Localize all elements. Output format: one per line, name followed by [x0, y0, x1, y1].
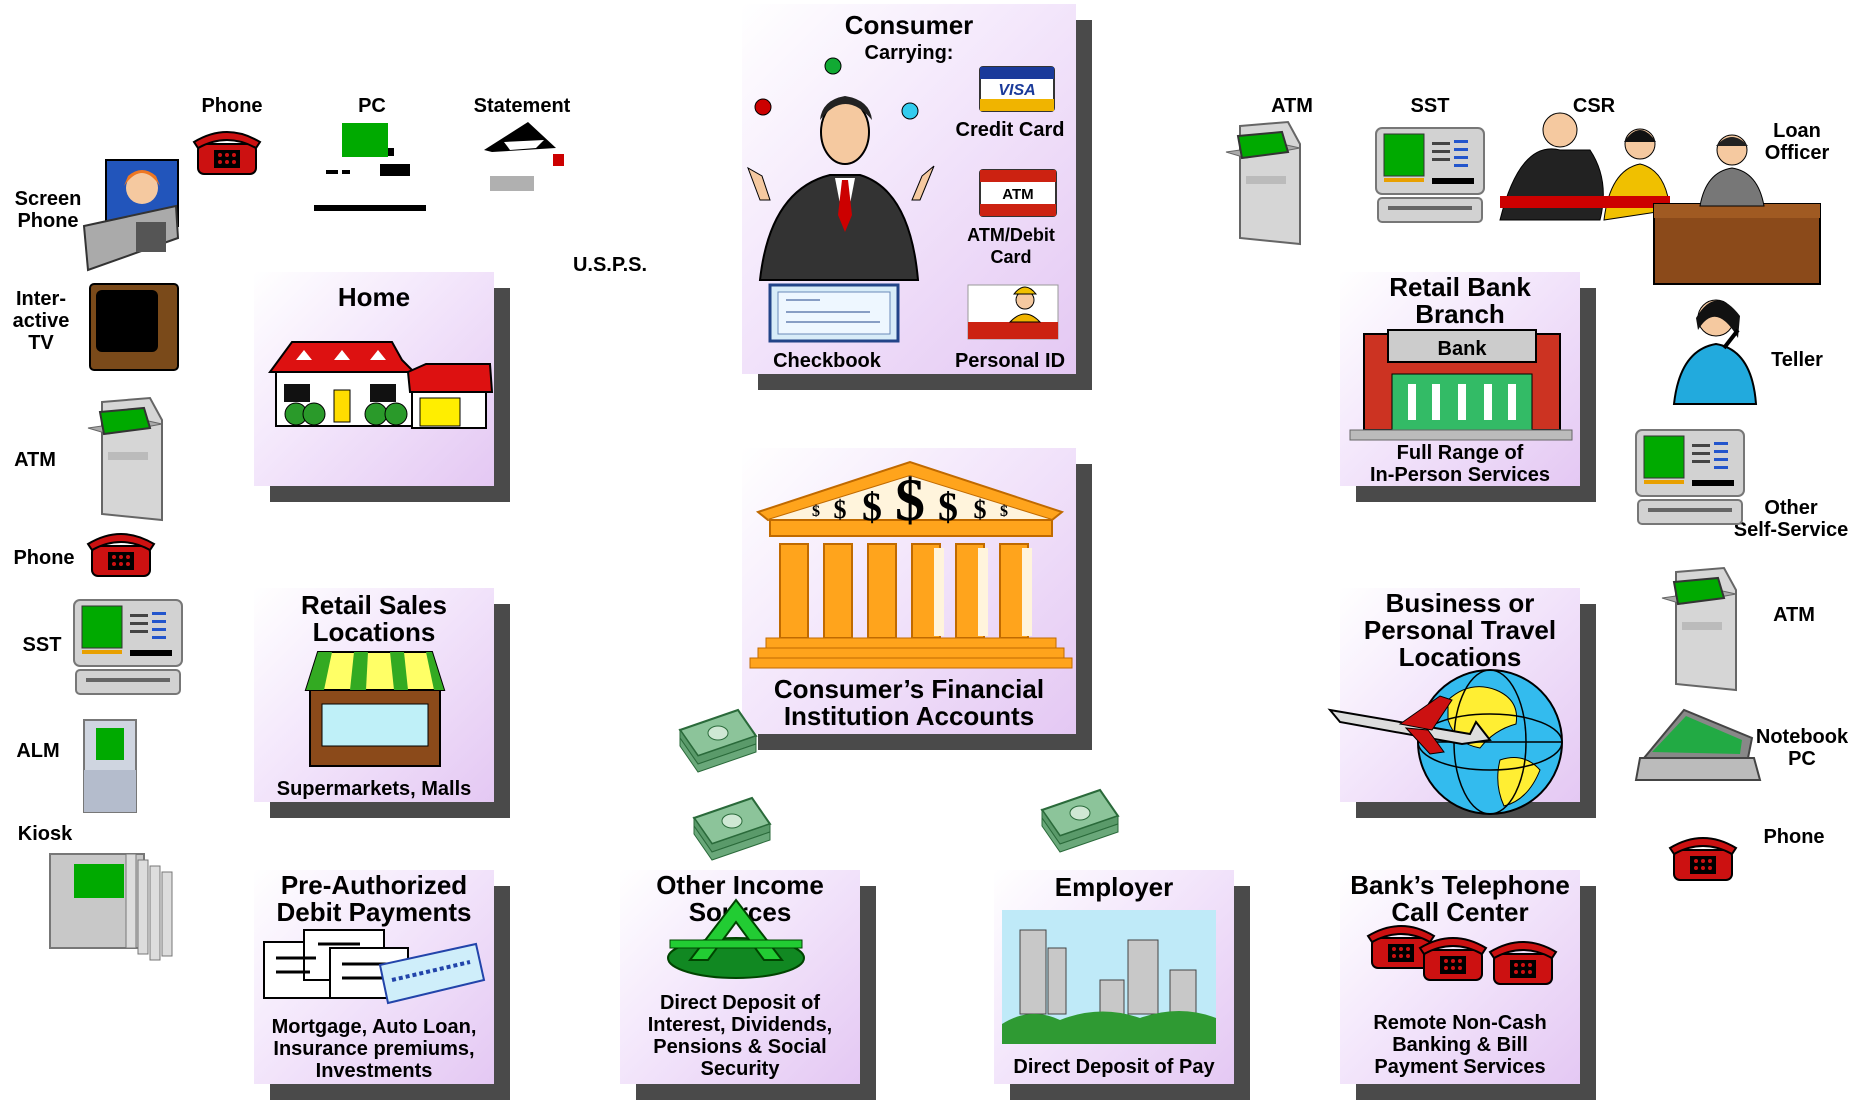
home-pc-label: PC [358, 95, 386, 117]
call-center-panel: Bank’s Telephone Call Center Remote Non-… [1340, 870, 1596, 1100]
call-center-subtitle: Remote Non-Cash Banking & Bill Payment S… [1373, 1012, 1547, 1078]
employer-subtitle: Direct Deposit of Pay [1013, 1056, 1215, 1078]
alm-label: ALM [16, 740, 60, 762]
statement-label: Statement [473, 95, 571, 117]
left-atm-label: ATM [14, 449, 56, 471]
svg-text:$: $ [812, 503, 820, 520]
retail-sales-panel: Retail Sales Locations Supermarkets, Mal… [254, 588, 510, 818]
retail-sales-subtitle: Supermarkets, Malls [276, 778, 472, 800]
preauth-title: Pre-Authorized Debit Payments [276, 870, 472, 927]
loan-officer-label: Loan Officer [1764, 120, 1830, 164]
consumer-carrying: Carrying: [864, 42, 954, 64]
call-center-title: Bank’s Telephone Call Center [1350, 870, 1570, 927]
atm-card-label: ATM/Debit Card [967, 225, 1055, 267]
usps-label: U.S.P.S. [572, 254, 648, 276]
credit-card-label: Credit Card [955, 119, 1065, 141]
accounts-title: Consumer’s Financial Institution Account… [773, 674, 1045, 731]
branch-sst-label: SST [1410, 95, 1450, 117]
svg-text:$: $ [1000, 503, 1008, 520]
svg-text:$: $ [938, 484, 958, 529]
svg-text:$: $ [974, 495, 987, 524]
svg-text:$: $ [895, 467, 925, 533]
other-income-subtitle: Direct Deposit of Interest, Dividends, P… [647, 992, 833, 1080]
travel-title: Business or Personal Travel Locations [1363, 588, 1557, 672]
branch-atm-label: ATM [1271, 95, 1313, 117]
other-self-service-label: Other Self-Service [1733, 497, 1849, 541]
visa-brand: VISA [998, 82, 1035, 99]
kiosk-label: Kiosk [17, 823, 73, 845]
home-title: Home [337, 282, 411, 312]
branch-panel: Retail Bank Branch Full Range of In-Pers… [1340, 272, 1596, 502]
bank-sign: Bank [1438, 338, 1488, 360]
left-phone-label: Phone [13, 547, 75, 569]
screen-phone-label: Screen Phone [14, 188, 82, 232]
checkbook-label: Checkbook [773, 350, 881, 372]
branch-subtitle: Full Range of In-Person Services [1369, 442, 1551, 486]
branch-title: Retail Bank Branch [1389, 272, 1531, 329]
svg-text:$: $ [862, 484, 882, 529]
right-atm-label: ATM [1773, 604, 1815, 626]
notebook-pc-label: Notebook PC [1755, 726, 1849, 770]
right-phone-label: Phone [1763, 826, 1825, 848]
atm-card-text: ATM [1002, 186, 1033, 203]
interactive-tv-label: Inter- active TV [12, 288, 70, 354]
home-phone-label: Phone [201, 95, 263, 117]
personal-id-label: Personal ID [954, 350, 1066, 372]
employer-title: Employer [1054, 872, 1174, 902]
left-sst-label: SST [22, 634, 62, 656]
csr-label: CSR [1572, 95, 1616, 117]
consumer-title: Consumer [844, 10, 974, 40]
preauth-subtitle: Mortgage, Auto Loan, Insurance premiums,… [271, 1016, 477, 1082]
retail-sales-title: Retail Sales Locations [301, 590, 447, 647]
teller-label: Teller [1771, 349, 1823, 371]
svg-text:$: $ [834, 495, 847, 524]
